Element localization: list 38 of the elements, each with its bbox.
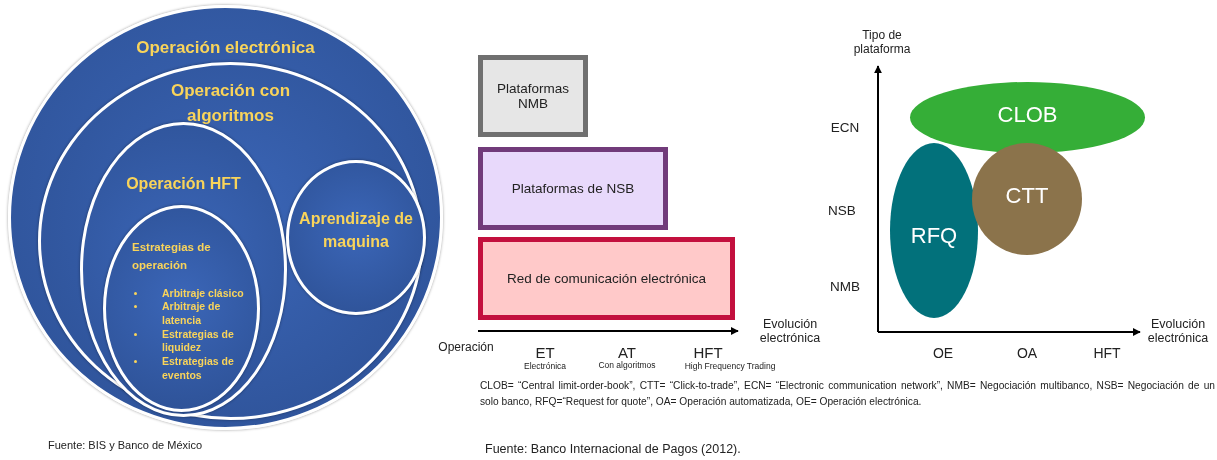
- tick-label: OE: [932, 345, 954, 361]
- tick-label: HFT: [693, 344, 723, 361]
- tick-label: AT: [617, 344, 637, 361]
- tick-label: NSB: [828, 203, 856, 218]
- bullet-item: Arbitraje clásico: [162, 286, 245, 301]
- tick-caption: Electrónica: [523, 361, 567, 371]
- axis-label: Tipo de plataforma: [852, 28, 912, 56]
- platform-box: [478, 55, 588, 137]
- ellipse-label: CTT: [1004, 183, 1050, 209]
- circle-label: Operación electrónica: [135, 37, 316, 59]
- source-note: Fuente: Banco Internacional de Pagos (2012).: [485, 442, 741, 456]
- axis-label: Evolución electrónica: [758, 317, 822, 345]
- tick-label: ECN: [830, 120, 860, 135]
- box-label: Red de comunicación electrónica: [506, 271, 707, 286]
- list-heading: Estrategias de operación: [132, 240, 212, 274]
- circle-label: Operación con algoritmos: [170, 80, 291, 127]
- bullet-item: Estrategias de liquidez: [162, 327, 235, 355]
- bullet-item: Arbitraje de latencia: [162, 300, 222, 328]
- tick-label: OA: [1016, 345, 1038, 361]
- tick-label: NMB: [830, 279, 860, 294]
- box-label: Plataformas NMB: [496, 81, 570, 111]
- axis-label: Operación: [438, 340, 494, 354]
- circle-label: Aprendizaje de maquina: [298, 209, 414, 253]
- nested-circle: [286, 160, 426, 315]
- tick-label: HFT: [1093, 345, 1121, 361]
- abbreviation-note: CLOB= “Central limit-order-book”, CTT= “Click-to-trade”, ECN= “Electronic communication network”, NMB= Negociación multibanco, NSB= Negociación de un solo banco, RFQ=“Request for quote”, OA= Operación automatizada, OE= Operación electrónica.: [480, 379, 1215, 409]
- platform-box: [478, 147, 668, 230]
- ellipse-label: CLOB: [996, 102, 1059, 128]
- axis-label: Evolución electrónica: [1146, 317, 1210, 345]
- source-note: Fuente: BIS y Banco de México: [48, 439, 203, 451]
- ellipse-label: RFQ: [909, 223, 959, 249]
- tick-caption: High Frequency Trading: [684, 361, 776, 371]
- bullet-item: Estrategias de eventos: [162, 355, 235, 383]
- platform-box: [478, 237, 735, 320]
- tick-label: ET: [535, 344, 555, 361]
- box-label: Plataformas de NSB: [510, 181, 636, 196]
- circle-label: Operación HFT: [125, 174, 242, 194]
- tick-caption: Con algoritmos: [598, 360, 656, 370]
